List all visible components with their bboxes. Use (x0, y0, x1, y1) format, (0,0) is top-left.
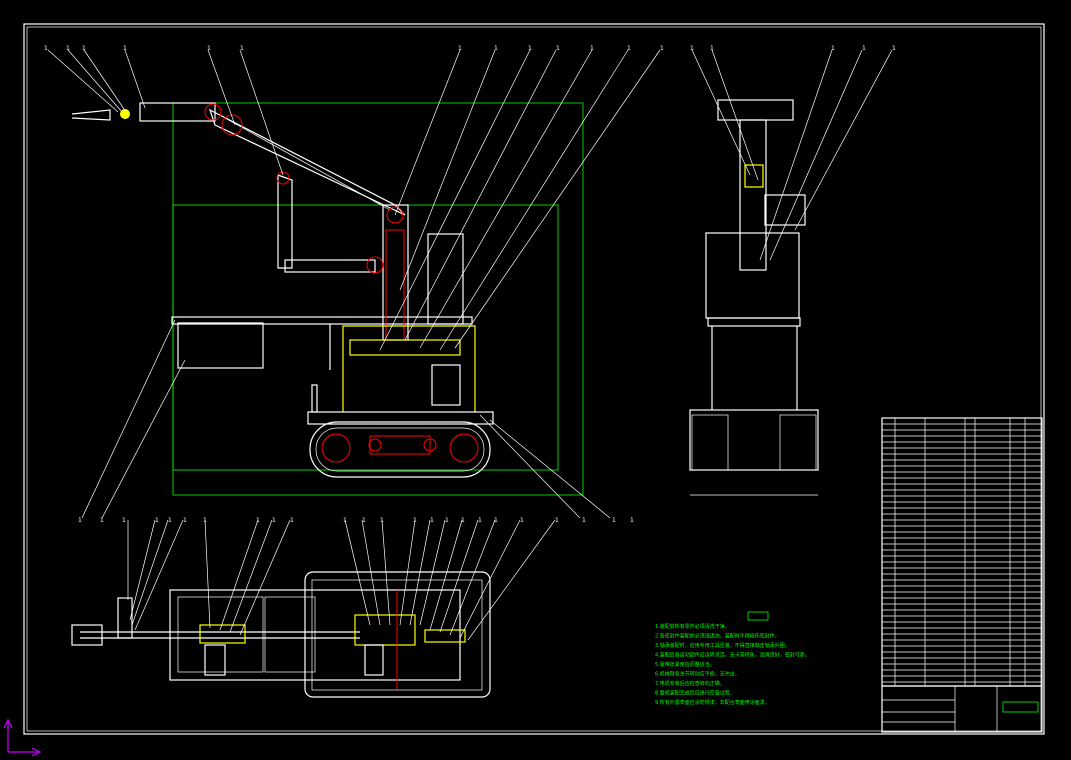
balloon-labels-bottom: 1 1 1 1 1 1 1 1 1 1 1 1 1 1 1 1 1 1 1 1 1 1 1 1 (78, 517, 634, 524)
balloon-label: 1 (100, 517, 104, 524)
balloon-label: 1 (458, 45, 462, 52)
leader-lines-top (127, 519, 556, 641)
balloon-label: 1 (256, 517, 260, 524)
outer-frame (23, 23, 1045, 735)
balloon-label: 1 (627, 45, 631, 52)
balloon-label: 1 (528, 45, 532, 52)
balloon-label: 1 (660, 45, 664, 52)
ucs-icon (3, 718, 42, 757)
balloon-label: 1 (413, 517, 417, 524)
tech-req-title-box (747, 611, 769, 621)
balloon-label: 1 (207, 45, 211, 52)
balloon-label: 1 (494, 517, 498, 524)
balloon-label: 1 (494, 45, 498, 52)
tech-requirement-line: 6.机械臂各关节转动应平稳，无冲击。 (655, 671, 740, 678)
balloon-label: 1 (155, 517, 159, 524)
balloon-label: 1 (78, 517, 82, 524)
balloon-label: 1 (478, 517, 482, 524)
balloon-label: 1 (290, 517, 294, 524)
balloon-label: 1 (612, 517, 616, 524)
tech-requirement-line: 5.履带张紧度应调整适当。 (655, 661, 715, 668)
balloon-label: 1 (66, 45, 70, 52)
tech-requirement-line: 1.装配前所有零件必须清洗干净。 (655, 623, 730, 630)
inner-frame (26, 26, 1042, 732)
balloon-label: 1 (520, 517, 524, 524)
balloon-label: 1 (892, 45, 896, 52)
balloon-label: 1 (240, 45, 244, 52)
balloon-label: 1 (44, 45, 48, 52)
side-view (689, 99, 819, 496)
tech-requirement-line: 2.各密封件装配前必须浸透油，装配时不得损伤密封件。 (655, 633, 780, 640)
title-block (881, 685, 1043, 733)
balloon-label: 1 (590, 45, 594, 52)
balloon-label: 1 (445, 517, 449, 524)
balloon-label: 1 (362, 517, 366, 524)
balloon-label: 1 (82, 45, 86, 52)
balloon-label: 1 (183, 517, 187, 524)
front-view (71, 102, 584, 496)
balloon-labels-top: 1 1 1 1 1 1 1 1 1 1 1 1 1 1 1 1 1 1 (44, 45, 896, 52)
balloon-label: 1 (203, 517, 207, 524)
balloon-label: 1 (555, 517, 559, 524)
balloon-label: 1 (582, 517, 586, 524)
tech-requirement-line: 9.所有外露表面应涂防锈漆，非配合表面喷涂面漆。 (655, 699, 770, 706)
balloon-label: 1 (831, 45, 835, 52)
balloon-label: 1 (123, 45, 127, 52)
balloon-label: 1 (461, 517, 465, 524)
balloon-label: 1 (272, 517, 276, 524)
balloon-label: 1 (343, 517, 347, 524)
balloon-label: 1 (380, 517, 384, 524)
balloon-label: 1 (556, 45, 560, 52)
leader-lines-front (47, 49, 661, 519)
balloon-label: 1 (690, 45, 694, 52)
balloon-label: 1 (430, 517, 434, 524)
tech-requirement-line: 3.轴承装配时，应用专用工具压装，不得直接敲击轴承外圈。 (655, 642, 790, 649)
leader-lines-side (691, 49, 893, 261)
top-view (71, 571, 491, 698)
balloon-label: 1 (862, 45, 866, 52)
balloon-label: 1 (630, 517, 634, 524)
tech-requirement-line: 7.电机安装后应检查转向正确。 (655, 680, 725, 687)
bill-of-materials (881, 417, 1043, 687)
technical-requirements: 1.装配前所有零件必须清洗干净。 2.各密封件装配前必须浸透油，装配时不得损伤密封… (655, 623, 810, 706)
tech-requirement-line: 8.整机装配完成后应进行空载试验。 (655, 690, 735, 697)
balloon-label: 1 (710, 45, 714, 52)
tech-requirement-line: 4.装配后各运动部件应运转灵活，无卡滞现象，润滑良好，密封可靠。 (655, 652, 810, 659)
balloon-label: 1 (122, 517, 126, 524)
balloon-label: 1 (168, 517, 172, 524)
